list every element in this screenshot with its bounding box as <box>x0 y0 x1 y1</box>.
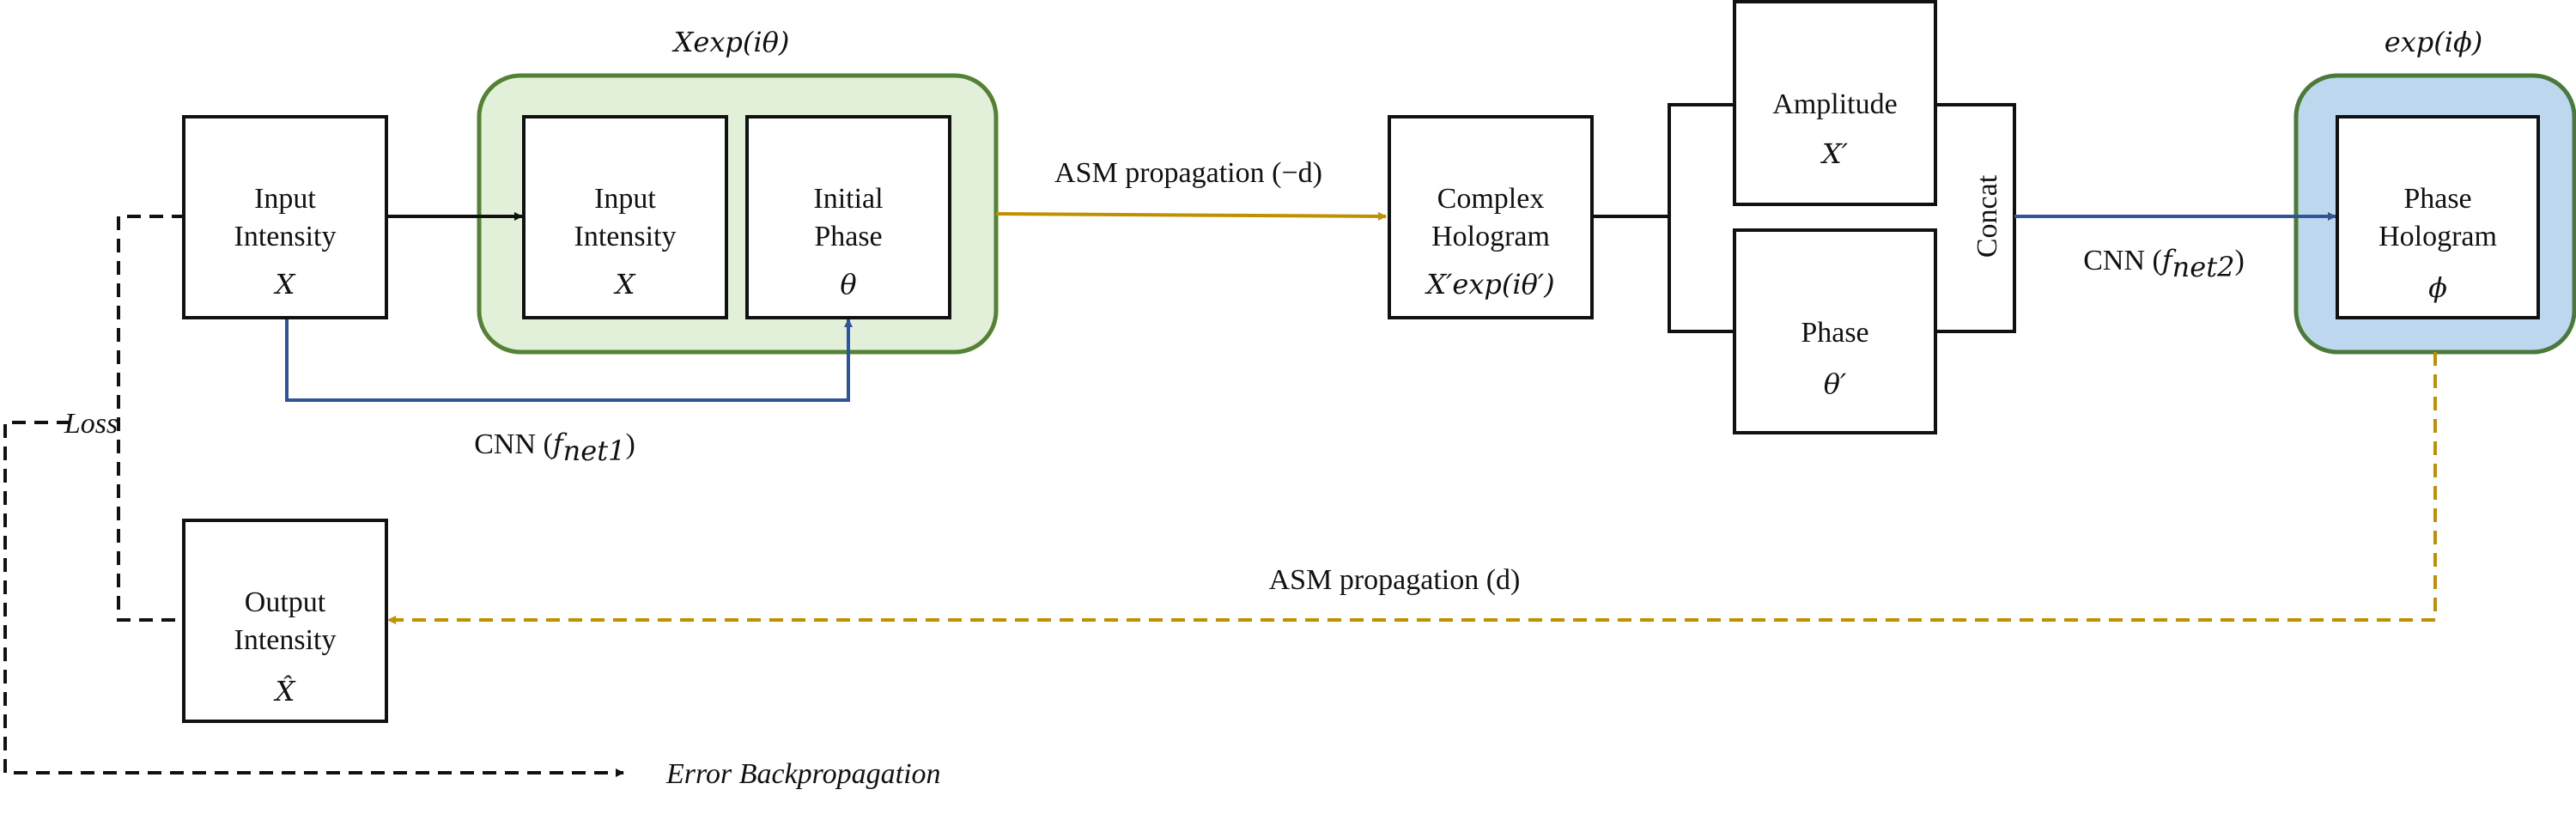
complex-hologram-box: Complex Hologram X′exp(iθ′) <box>1388 115 1594 319</box>
asm-backward-label: ASM propagation (−d) <box>1054 157 1322 189</box>
output-intensity-box: Output Intensity X̂ <box>182 519 388 723</box>
error-backprop-label: Error Backpropagation <box>665 758 941 790</box>
cnn-net1-sub: net1 <box>563 434 626 467</box>
phase-hologram-line1: Phase <box>2403 183 2471 215</box>
arrow-asm-backward <box>995 211 1387 221</box>
complex-hologram-symbol: X′exp(iθ′) <box>1424 268 1554 301</box>
initial-phase-line1: Initial <box>813 183 883 215</box>
cnn-net2-sub: net2 <box>2172 251 2235 283</box>
arrow-cnn-net1 <box>285 319 853 402</box>
phase-box: Phase θ′ <box>1733 228 1937 434</box>
amplitude-symbol: X′ <box>1820 137 1849 170</box>
inner-input-intensity-box: Input Intensity X <box>522 115 728 319</box>
phase-hologram-box: Phase Hologram ϕ <box>2336 115 2540 319</box>
loss-bracket <box>117 215 185 622</box>
cnn-net1-prefix: CNN ( <box>474 428 553 460</box>
concat-label: Concat <box>1971 174 2003 258</box>
cnn-net2-close: ) <box>2234 245 2244 276</box>
asm-forward-label: ASM propagation (d) <box>1269 564 1521 596</box>
initial-phase-line2: Phase <box>814 221 882 252</box>
input-intensity-line2: Intensity <box>234 221 337 252</box>
inner-input-intensity-line2: Intensity <box>574 221 677 252</box>
arrow-asm-forward <box>387 352 2437 624</box>
phase-label: Phase <box>1801 317 1868 349</box>
cnn-net1-close: ) <box>625 428 635 460</box>
output-intensity-line2: Intensity <box>234 624 337 656</box>
complex-hologram-line1: Complex <box>1437 183 1545 215</box>
green-group-label: Xexp(iθ) <box>671 26 790 58</box>
output-intensity-symbol: X̂ <box>273 675 296 708</box>
inner-input-intensity-line1: Input <box>594 183 656 215</box>
complex-hologram-line2: Hologram <box>1431 221 1550 252</box>
initial-phase-box: Initial Phase θ <box>745 115 951 319</box>
phase-symbol: θ′ <box>1824 368 1847 400</box>
cnn-net2-prefix: CNN ( <box>2083 245 2162 276</box>
phase-hologram-line2: Hologram <box>2379 221 2497 252</box>
cnn-net2-label: CNN (fnet2) <box>2083 244 2245 283</box>
phase-hologram-symbol: ϕ <box>2428 271 2447 304</box>
inner-input-intensity-symbol: X <box>613 268 636 301</box>
amplitude-label: Amplitude <box>1772 88 1897 120</box>
loss-label: Loss <box>64 408 118 440</box>
arrow-error-backprop <box>3 421 624 777</box>
bracket-split <box>1668 103 1735 333</box>
input-intensity-line1: Input <box>254 183 316 215</box>
input-intensity-symbol: X <box>273 268 296 301</box>
input-intensity-box: Input Intensity X <box>182 115 388 319</box>
amplitude-box: Amplitude X′ <box>1733 0 1937 206</box>
output-intensity-line1: Output <box>245 586 326 618</box>
initial-phase-symbol: θ <box>840 268 856 301</box>
cnn-net1-label: CNN (fnet1) <box>474 428 635 467</box>
blue-group-label: exp(iϕ) <box>2385 26 2482 58</box>
